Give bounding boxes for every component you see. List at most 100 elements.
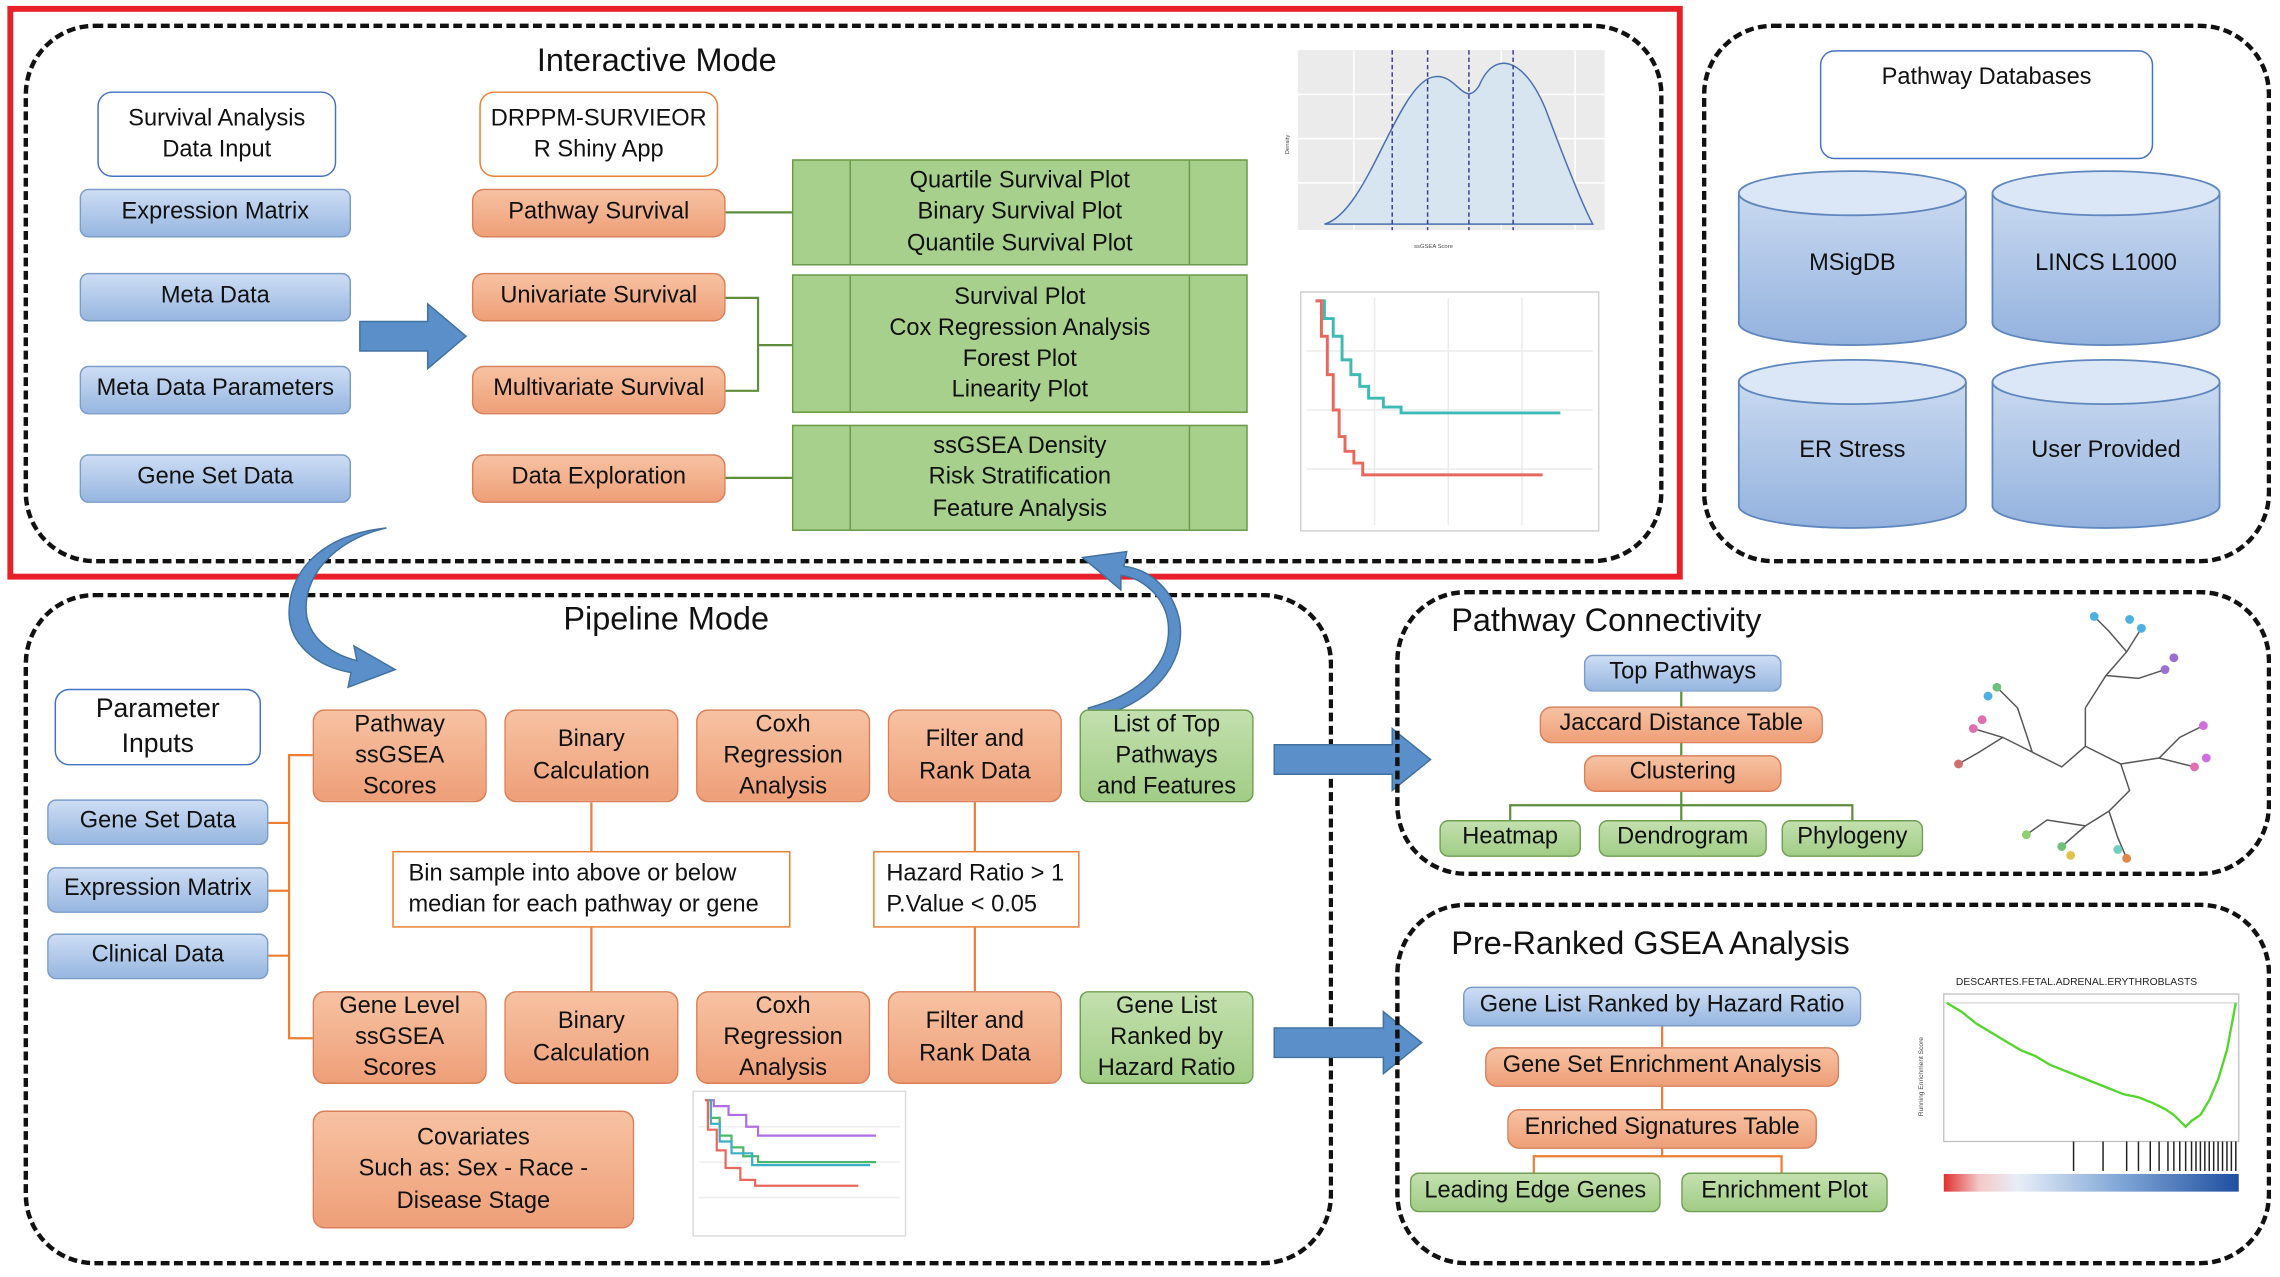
text-line: Filter and bbox=[925, 727, 1025, 753]
interactive-input-meta-data-parameters[interactable]: Meta Data Parameters bbox=[79, 365, 352, 415]
top-pathways-box[interactable]: Top Pathways bbox=[1583, 654, 1782, 692]
text-line: Such as: Sex - Race - bbox=[358, 1156, 589, 1182]
arrow-to-gsea bbox=[1273, 1010, 1423, 1076]
text-line: Filter and bbox=[925, 1009, 1025, 1035]
text-line: Covariates bbox=[416, 1125, 530, 1151]
ranked-gene-list-box[interactable]: Gene List Ranked by Hazard Ratio bbox=[1463, 986, 1862, 1027]
interactive-mode-title: Interactive Mode bbox=[536, 41, 777, 79]
text-line: Analysis bbox=[739, 774, 828, 800]
output-item: Feature Analysis bbox=[932, 496, 1108, 522]
text-line: Analysis bbox=[739, 1056, 828, 1082]
text-line: Pathways bbox=[1115, 743, 1218, 769]
text-line: Regression bbox=[723, 1024, 843, 1050]
pathway-databases-title: Pathway Databases bbox=[1881, 64, 2092, 90]
text-line: R Shiny App bbox=[533, 137, 664, 163]
pipeline-input-gene-set-data[interactable]: Gene Set Data bbox=[47, 799, 269, 846]
pipeline-r1-pathway-ssgsea-label: Pathway ssGSEA Scores bbox=[354, 709, 445, 802]
enrichment-plot-box[interactable]: Enrichment Plot bbox=[1681, 1172, 1888, 1213]
text-line: Pathway bbox=[354, 712, 445, 738]
function-data-exploration[interactable]: Data Exploration bbox=[471, 454, 726, 503]
text-line: Bin sample into above or below bbox=[408, 861, 737, 887]
km-plot-thumbnail bbox=[1300, 291, 1600, 532]
jaccard-distance-box[interactable]: Jaccard Distance Table bbox=[1539, 706, 1823, 744]
output-item: Quartile Survival Plot bbox=[909, 168, 1130, 194]
gsea-analysis-box[interactable]: Gene Set Enrichment Analysis bbox=[1485, 1047, 1840, 1087]
output-item: Risk Stratification bbox=[928, 465, 1111, 491]
density-plot-thumbnail: ssGSEA Score Density bbox=[1285, 50, 1605, 250]
database-lincs[interactable]: LINCS L1000 bbox=[2035, 250, 2177, 276]
output-item: Forest Plot bbox=[962, 346, 1077, 372]
pathway-connectivity-panel bbox=[1395, 589, 2272, 877]
cylinder-er-stress bbox=[1737, 358, 1967, 529]
pipeline-input-clinical-data[interactable]: Clinical Data bbox=[47, 933, 269, 980]
enrichment-plot-thumbnail: DESCARTES.FETAL.ADRENAL.ERYTHROBLASTS Ru… bbox=[1918, 977, 2240, 1192]
pipeline-input-expression-matrix[interactable]: Expression Matrix bbox=[47, 867, 269, 913]
density-xlabel: ssGSEA Score bbox=[1414, 244, 1453, 250]
text-line: ssGSEA bbox=[355, 743, 445, 769]
text-line: Inputs bbox=[121, 728, 194, 759]
pathway-connectivity-title: Pathway Connectivity bbox=[1451, 601, 1762, 639]
database-er-stress[interactable]: ER Stress bbox=[1799, 438, 1906, 464]
pipeline-mode-title: Pipeline Mode bbox=[563, 600, 770, 638]
text-line: Parameter bbox=[95, 693, 220, 724]
interactive-input-gene-set-data[interactable]: Gene Set Data bbox=[79, 454, 352, 503]
text-line: DRPPM-SURVIEOR bbox=[490, 106, 707, 132]
pathway-databases-header: Pathway Databases bbox=[1819, 50, 2154, 160]
database-user-provided[interactable]: User Provided bbox=[2031, 438, 2181, 464]
cylinder-msigdb bbox=[1737, 170, 1967, 346]
output-item: Quantile Survival Plot bbox=[907, 230, 1133, 256]
function-pathway-survival[interactable]: Pathway Survival bbox=[471, 188, 726, 238]
interactive-input-expression-matrix[interactable]: Expression Matrix bbox=[79, 188, 352, 238]
phylogeny-tree-thumbnail bbox=[1954, 612, 2211, 863]
interactive-input-meta-data[interactable]: Meta Data bbox=[79, 272, 352, 322]
text-line: List of Top bbox=[1112, 712, 1221, 738]
text-line: Scores bbox=[362, 774, 437, 800]
function-multivariate-survival[interactable]: Multivariate Survival bbox=[471, 365, 726, 415]
clustering-box[interactable]: Clustering bbox=[1583, 755, 1782, 792]
enriched-signatures-box[interactable]: Enriched Signatures Table bbox=[1507, 1109, 1817, 1149]
phylogeny-box[interactable]: Phylogeny bbox=[1781, 819, 1924, 857]
function-univariate-survival[interactable]: Univariate Survival bbox=[471, 272, 726, 322]
output-item: Cox Regression Analysis bbox=[889, 315, 1151, 341]
pipeline-r1-pathway-ssgsea[interactable]: Pathway ssGSEA Scores bbox=[312, 709, 487, 803]
pipeline-km-thumbnail bbox=[692, 1090, 907, 1237]
text-line: Gene List bbox=[1116, 993, 1218, 1019]
dendrogram-box[interactable]: Dendrogram bbox=[1598, 819, 1767, 857]
database-msigdb[interactable]: MSigDB bbox=[1809, 250, 1896, 276]
heatmap-box[interactable]: Heatmap bbox=[1439, 819, 1581, 857]
leading-edge-genes-box[interactable]: Leading Edge Genes bbox=[1409, 1172, 1661, 1213]
enrichment-plot-ylabel: Running Enrichment Score bbox=[1918, 1037, 1925, 1116]
output-item: Binary Survival Plot bbox=[917, 199, 1123, 225]
curved-arrow-up bbox=[1080, 550, 1182, 721]
text-line: Ranked by bbox=[1110, 1024, 1223, 1050]
interactive-highlight-frame bbox=[7, 5, 1683, 580]
text-line: and Features bbox=[1097, 774, 1237, 800]
output-item: ssGSEA Density bbox=[933, 434, 1107, 460]
text-line: Coxh bbox=[755, 712, 811, 738]
